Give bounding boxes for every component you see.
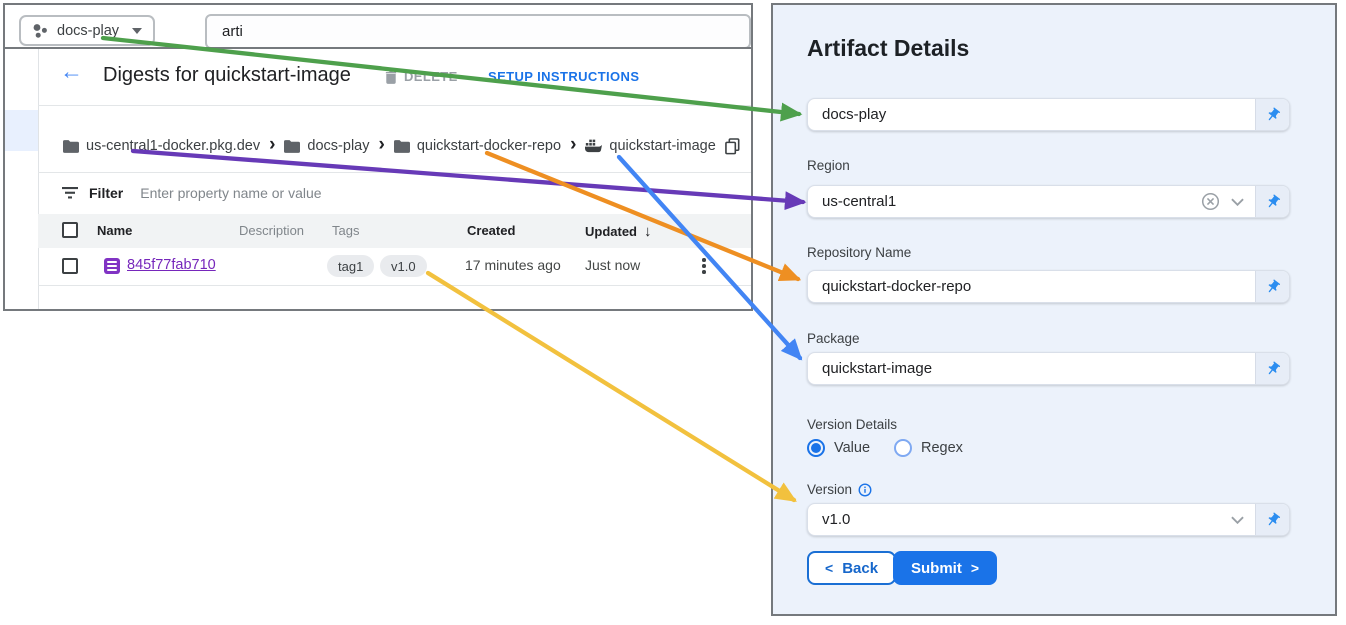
filter-label: Filter [89,184,124,201]
chevron-down-icon [132,27,143,34]
submit-button[interactable]: Submit > [893,551,998,585]
setup-instructions-button[interactable]: SETUP INSTRUCTIONS [488,69,639,84]
column-header-description: Description [239,223,305,238]
sort-descending-icon: ↓ [644,223,652,240]
column-header-name: Name [97,223,133,238]
delete-button[interactable]: DELETE [385,69,458,84]
form-title: Artifact Details [807,35,970,61]
region-label: Region [807,158,850,173]
project-field-value: docs-play [822,106,887,123]
version-label: Version [807,482,872,497]
folder-icon [284,139,301,153]
radio-unselected-icon [894,439,913,457]
chevron-down-icon[interactable] [1231,198,1244,206]
pin-icon [1268,194,1280,207]
column-header-updated[interactable]: Updated ↓ [585,223,652,240]
filter-placeholder: Enter property name or value [140,184,322,201]
pin-button[interactable] [1255,271,1289,302]
updated-cell: Just now [585,257,641,273]
row-checkbox[interactable] [62,258,78,274]
copy-icon[interactable] [724,137,740,155]
filter-bar[interactable]: Filter Enter property name or value [5,171,751,214]
breadcrumb-separator: › [378,134,385,155]
project-switcher-label: docs-play [57,22,120,39]
chevron-down-icon[interactable] [1231,516,1244,524]
pin-icon [1268,512,1280,525]
breadcrumb-separator: › [269,134,276,155]
artifact-details-panel: Artifact Details docs-play Region us-cen… [771,3,1337,616]
console-topbar: docs-play arti [3,3,753,49]
breadcrumb-item-package[interactable]: quickstart-image [585,138,716,154]
search-input[interactable]: arti [205,14,751,49]
radio-option-regex[interactable]: Regex [894,439,963,457]
submit-button-label: Submit [911,559,962,577]
folder-icon [393,139,410,153]
table-row: 845f77fab710 tag1 v1.0 17 minutes ago Ju… [38,248,751,285]
search-input-value: arti [222,23,243,40]
package-field-value: quickstart-image [822,360,933,377]
breadcrumb: us-central1-docker.pkg.dev › docs-play ›… [63,132,740,160]
pin-button[interactable] [1255,504,1289,535]
digest-link[interactable]: 845f77fab710 [127,257,216,273]
region-field[interactable]: us-central1 [807,185,1290,218]
tag-badge: tag1 [327,255,375,277]
pin-button[interactable] [1255,186,1289,217]
region-field-value: us-central1 [822,193,897,210]
breadcrumb-item-project[interactable]: docs-play [284,138,369,154]
docker-image-icon [585,139,603,153]
divider [38,285,751,286]
info-icon[interactable] [858,483,872,497]
nav-divider [38,49,39,309]
package-field[interactable]: quickstart-image [807,352,1290,385]
pin-button[interactable] [1255,99,1289,130]
radio-option-value[interactable]: Value [807,439,870,457]
breadcrumb-item-registry[interactable]: us-central1-docker.pkg.dev [63,138,260,154]
pin-icon [1268,361,1280,374]
manifest-icon [104,258,120,274]
row-overflow-menu-icon[interactable] [697,254,711,278]
back-button[interactable]: < Back [807,551,897,585]
divider [38,105,751,106]
setup-instructions-label: SETUP INSTRUCTIONS [488,69,640,84]
pin-button[interactable] [1255,353,1289,384]
back-arrow-icon[interactable]: ← [60,58,83,84]
created-cell: 17 minutes ago [465,257,561,273]
console-panel: ← Digests for quickstart-image DELETE SE… [3,47,753,311]
column-header-tags: Tags [332,223,360,238]
filter-icon [62,186,78,198]
trash-icon [385,70,397,84]
package-label: Package [807,331,860,346]
repository-label: Repository Name [807,245,912,260]
cloud-project-icon [33,23,47,38]
version-details-label: Version Details [807,417,898,432]
project-switcher[interactable]: docs-play [19,15,156,46]
radio-selected-icon [807,439,825,457]
folder-icon [63,139,79,153]
breadcrumb-item-repository[interactable]: quickstart-docker-repo [393,138,561,154]
nav-highlight-cell [5,110,38,151]
pin-icon [1268,279,1280,292]
delete-button-label: DELETE [404,69,458,84]
version-field[interactable]: v1.0 [807,503,1290,536]
version-details-radio-group: Value Regex [807,439,963,457]
repository-field[interactable]: quickstart-docker-repo [807,270,1290,303]
clear-icon[interactable] [1201,192,1220,211]
version-field-value: v1.0 [822,511,851,528]
tag-badge: v1.0 [380,255,427,277]
repository-field-value: quickstart-docker-repo [822,278,972,295]
chevron-left-icon: < [825,560,834,576]
table-header: Name Description Tags Created Updated ↓ [38,214,751,248]
breadcrumb-separator: › [570,134,577,155]
project-field[interactable]: docs-play [807,98,1290,131]
select-all-checkbox[interactable] [62,222,78,238]
pin-icon [1268,107,1280,120]
page-title: Digests for quickstart-image [103,64,351,86]
back-button-label: Back [842,559,879,577]
chevron-right-icon: > [970,560,980,576]
column-header-created: Created [467,223,516,238]
